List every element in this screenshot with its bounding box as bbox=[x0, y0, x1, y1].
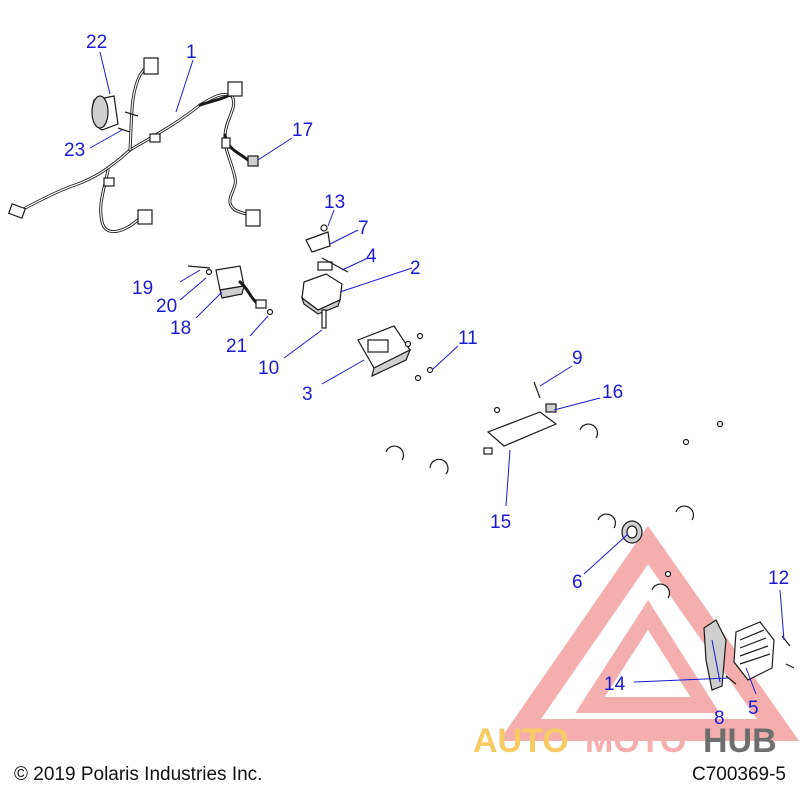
clip-16 bbox=[545, 403, 557, 413]
small-connector bbox=[247, 155, 259, 167]
bolt-12b bbox=[785, 663, 795, 669]
regulator-5 bbox=[733, 621, 775, 681]
callout-1: 1 bbox=[186, 42, 197, 63]
callout-2: 2 bbox=[410, 258, 421, 279]
screw-x1 bbox=[682, 438, 690, 446]
callout-9: 9 bbox=[572, 348, 583, 369]
bolt-14 bbox=[725, 675, 737, 685]
callout-7: 7 bbox=[358, 218, 369, 239]
bracket-7 bbox=[305, 231, 331, 253]
callout-10: 10 bbox=[258, 358, 279, 379]
coil-block bbox=[300, 261, 343, 315]
callout-17: 17 bbox=[292, 120, 313, 141]
callout-16: 16 bbox=[602, 382, 623, 403]
clamp-c bbox=[579, 423, 599, 439]
callout-14: 14 bbox=[604, 674, 626, 695]
horn bbox=[91, 57, 159, 131]
clamp-f bbox=[651, 583, 671, 599]
screw-x3 bbox=[664, 570, 672, 578]
leader-lines bbox=[89, 51, 785, 695]
watermark-text-moto: MOTO bbox=[585, 722, 686, 760]
callout-22: 22 bbox=[86, 32, 107, 53]
bolt-12a bbox=[781, 635, 791, 647]
callout-6: 6 bbox=[572, 572, 583, 593]
callout-19: 19 bbox=[132, 278, 153, 299]
clamp-d bbox=[597, 513, 617, 529]
wire-harness bbox=[7, 63, 261, 233]
callout-13: 13 bbox=[324, 192, 345, 213]
callout-15: 15 bbox=[490, 512, 511, 533]
horn-bolts bbox=[117, 111, 139, 133]
callout-23: 23 bbox=[64, 140, 85, 161]
callout-11: 11 bbox=[458, 328, 478, 349]
callout-12: 12 bbox=[768, 568, 789, 589]
callout-8: 8 bbox=[714, 708, 725, 729]
clamp-a bbox=[385, 445, 405, 461]
watermark-text-hub: HUB bbox=[703, 722, 777, 760]
clamp-b bbox=[429, 458, 449, 475]
copyright-notice: © 2019 Polaris Industries Inc. bbox=[14, 764, 263, 785]
screw-x2 bbox=[716, 420, 724, 428]
callout-labels: 1 2 3 4 5 6 7 8 9 10 11 12 13 14 15 16 1… bbox=[64, 32, 789, 729]
screw-11a bbox=[414, 374, 422, 382]
grommet-6 bbox=[621, 520, 643, 544]
drawing-id: C700369-5 bbox=[691, 764, 786, 785]
callout-3: 3 bbox=[302, 384, 313, 405]
watermark-text-auto: AUTO bbox=[473, 722, 569, 760]
screw-9b bbox=[493, 406, 501, 414]
ecu-module bbox=[357, 325, 424, 378]
mounting-plate bbox=[486, 411, 558, 447]
clip-15 bbox=[483, 447, 493, 455]
clamp-e bbox=[675, 505, 695, 521]
callout-18: 18 bbox=[170, 318, 191, 339]
callout-5: 5 bbox=[748, 698, 759, 719]
bolt-9 bbox=[533, 381, 541, 399]
washer-13 bbox=[320, 224, 328, 232]
callout-4: 4 bbox=[366, 246, 377, 267]
screw-11b bbox=[426, 366, 434, 374]
callout-21: 21 bbox=[226, 336, 247, 357]
watermark-logo: AUTO MOTO HUB bbox=[473, 525, 800, 760]
callout-20: 20 bbox=[156, 296, 177, 317]
relay-module bbox=[187, 265, 274, 316]
rod-10 bbox=[321, 309, 327, 329]
